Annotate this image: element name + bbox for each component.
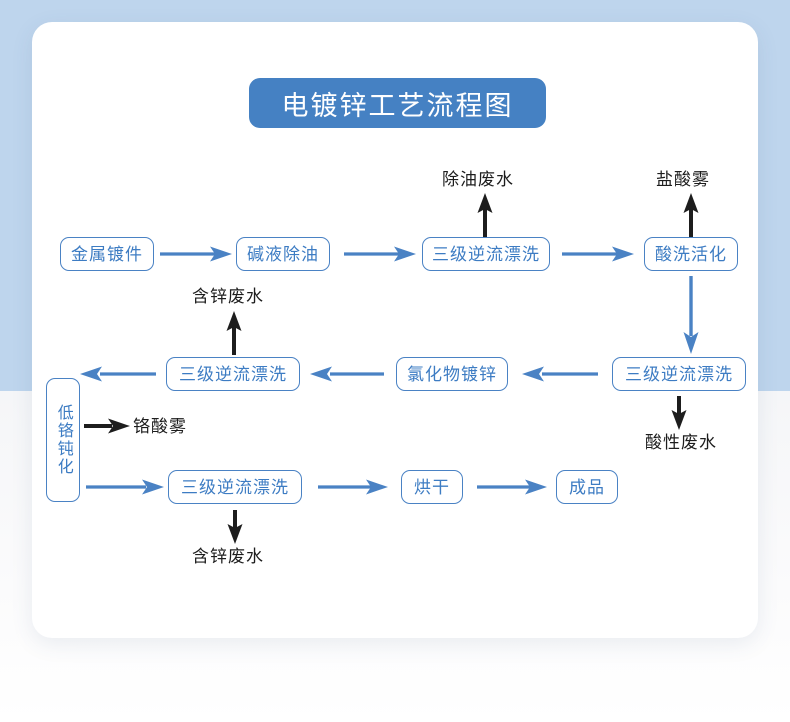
arrow-n3-to-waste-1	[477, 193, 493, 237]
node-counterflow-rinse-3[interactable]: 三级逆流漂洗	[166, 357, 300, 391]
waste-label-degrease-wastewater: 除油废水	[442, 170, 514, 189]
arrow-n9-to-waste-6	[227, 510, 243, 544]
node-drying[interactable]: 烘干	[401, 470, 463, 504]
page-title: 电镀锌工艺流程图	[281, 90, 514, 121]
arrow-n7-to-waste-3	[226, 311, 242, 355]
arrow-n1-to-n2	[160, 246, 232, 262]
arrow-n5-to-waste-4	[671, 396, 687, 430]
arrow-n8-to-waste-5	[84, 418, 130, 434]
waste-label-acidic-wastewater: 酸性废水	[645, 433, 717, 452]
arrow-n4-to-n5	[683, 276, 699, 354]
waste-label-hydrochloric-mist: 盐酸雾	[656, 170, 710, 189]
waste-label-zinc-wastewater-2: 含锌废水	[192, 547, 264, 566]
arrow-n10-to-n11	[477, 479, 547, 495]
node-counterflow-rinse-1[interactable]: 三级逆流漂洗	[422, 237, 550, 271]
node-finished-product[interactable]: 成品	[556, 470, 618, 504]
node-low-chrome-passivation[interactable]: 低铬钝化	[46, 378, 80, 502]
arrow-n5-to-n6	[522, 366, 598, 382]
arrow-n9-to-n10	[318, 479, 388, 495]
arrow-n3-to-n4	[562, 246, 634, 262]
waste-label-zinc-wastewater-1: 含锌废水	[192, 287, 264, 306]
diagram-title-banner: 电镀锌工艺流程图	[249, 78, 546, 128]
node-counterflow-rinse-2[interactable]: 三级逆流漂洗	[612, 357, 746, 391]
arrow-n8-to-n9	[86, 479, 164, 495]
node-chloride-zinc-plating[interactable]: 氯化物镀锌	[396, 357, 508, 391]
arrow-n4-to-waste-2	[683, 193, 699, 237]
node-alkaline-degrease[interactable]: 碱液除油	[236, 237, 330, 271]
arrow-n2-to-n3	[344, 246, 416, 262]
waste-label-chromic-acid-mist: 铬酸雾	[133, 417, 187, 436]
arrow-n7-to-n8	[80, 366, 156, 382]
node-acid-activation[interactable]: 酸洗活化	[644, 237, 738, 271]
node-counterflow-rinse-4[interactable]: 三级逆流漂洗	[168, 470, 302, 504]
node-metal-workpiece[interactable]: 金属镀件	[60, 237, 154, 271]
arrow-n6-to-n7	[310, 366, 384, 382]
